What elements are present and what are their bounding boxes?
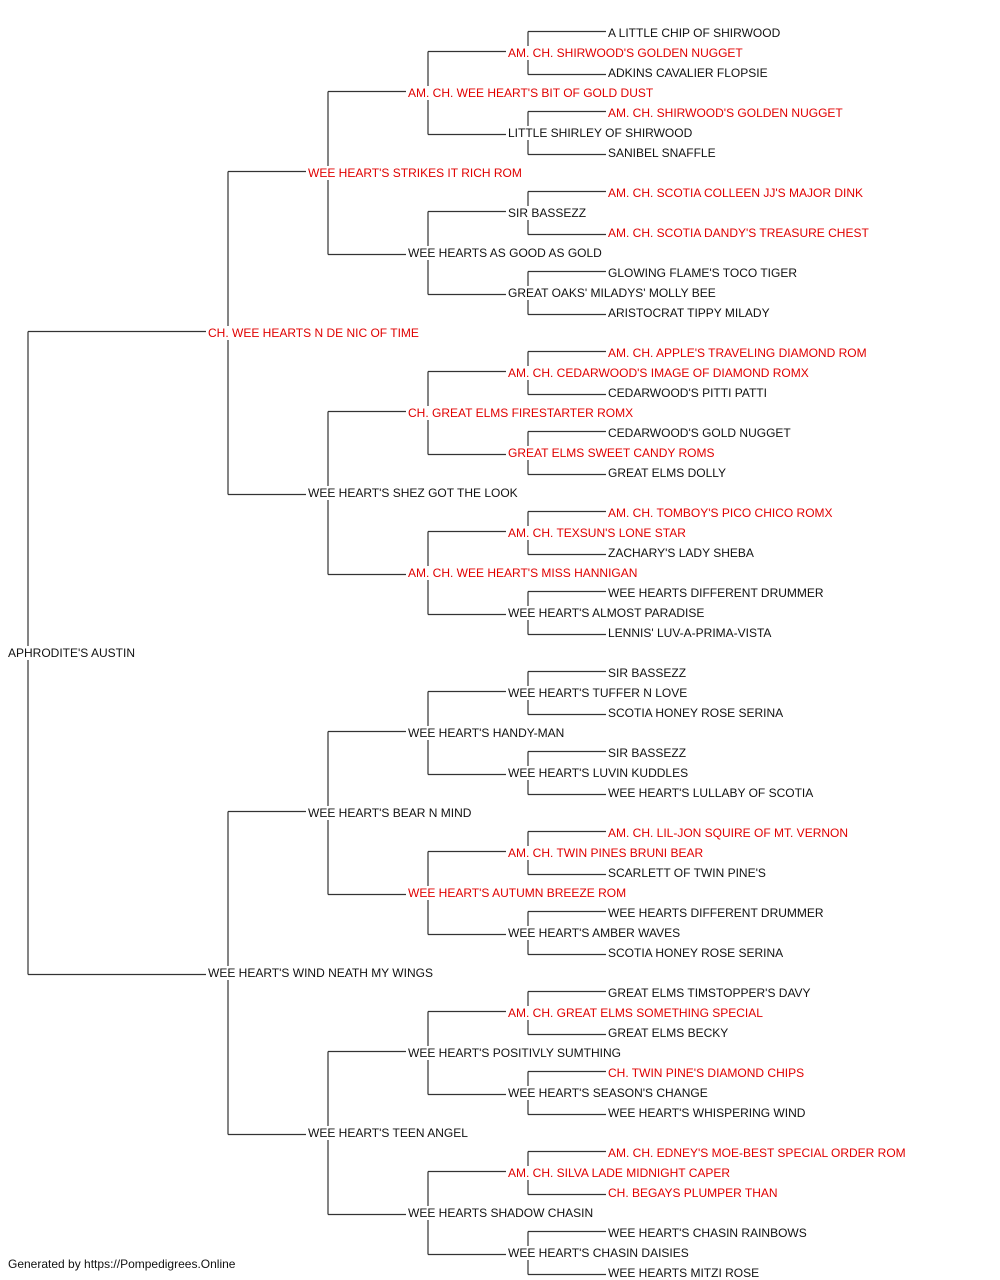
gen5-ancestor[interactable]: GREAT ELMS BECKY <box>607 1026 730 1040</box>
gen4-ancestor[interactable]: AM. CH. TWIN PINES BRUNI BEAR <box>507 846 705 860</box>
gen5-ancestor[interactable]: WEE HEARTS DIFFERENT DRUMMER <box>607 586 825 600</box>
gen4-ancestor[interactable]: AM. CH. TEXSUN'S LONE STAR <box>507 526 687 540</box>
gen5-ancestor[interactable]: AM. CH. LIL-JON SQUIRE OF MT. VERNON <box>607 826 850 840</box>
gen5-ancestor[interactable]: WEE HEART'S WHISPERING WIND <box>607 1106 807 1120</box>
gen4-ancestor[interactable]: WEE HEART'S TUFFER N LOVE <box>507 686 689 700</box>
gen4-ancestor[interactable]: GREAT OAKS' MILADYS' MOLLY BEE <box>507 286 717 300</box>
gen4-ancestor[interactable]: AM. CH. SHIRWOOD'S GOLDEN NUGGET <box>507 46 744 60</box>
gen5-ancestor[interactable]: ADKINS CAVALIER FLOPSIE <box>607 66 769 80</box>
gen5-ancestor[interactable]: WEE HEART'S CHASIN RAINBOWS <box>607 1226 808 1240</box>
gen4-ancestor[interactable]: AM. CH. GREAT ELMS SOMETHING SPECIAL <box>507 1006 764 1020</box>
gen5-ancestor[interactable]: WEE HEARTS MITZI ROSE <box>607 1266 761 1280</box>
gen4-ancestor[interactable]: WEE HEART'S LUVIN KUDDLES <box>507 766 690 780</box>
gen5-ancestor[interactable]: SCARLETT OF TWIN PINE'S <box>607 866 767 880</box>
gen5-ancestor[interactable]: SIR BASSEZZ <box>607 666 688 680</box>
gen4-ancestor[interactable]: WEE HEART'S SEASON'S CHANGE <box>507 1086 709 1100</box>
gen4-ancestor[interactable]: AM. CH. CEDARWOOD'S IMAGE OF DIAMOND ROM… <box>507 366 810 380</box>
paternal-granddam[interactable]: WEE HEART'S SHEZ GOT THE LOOK <box>307 486 519 500</box>
gen3-ancestor[interactable]: WEE HEART'S AUTUMN BREEZE ROM <box>407 886 628 900</box>
gen5-ancestor[interactable]: SANIBEL SNAFFLE <box>607 146 717 160</box>
gen5-ancestor[interactable]: AM. CH. EDNEY'S MOE-BEST SPECIAL ORDER R… <box>607 1146 907 1160</box>
gen3-ancestor[interactable]: AM. CH. WEE HEART'S MISS HANNIGAN <box>407 566 639 580</box>
gen4-ancestor[interactable]: SIR BASSEZZ <box>507 206 588 220</box>
gen3-ancestor[interactable]: WEE HEART'S POSITIVLY SUMTHING <box>407 1046 622 1060</box>
generator-credit: Generated by https://Pompedigrees.Online <box>8 1257 236 1271</box>
gen3-ancestor[interactable]: CH. GREAT ELMS FIRESTARTER ROMX <box>407 406 635 420</box>
gen5-ancestor[interactable]: GLOWING FLAME'S TOCO TIGER <box>607 266 798 280</box>
gen5-ancestor[interactable]: AM. CH. SCOTIA DANDY'S TREASURE CHEST <box>607 226 870 240</box>
gen4-ancestor[interactable]: WEE HEART'S AMBER WAVES <box>507 926 682 940</box>
subject-dog[interactable]: APHRODITE'S AUSTIN <box>7 646 136 660</box>
gen5-ancestor[interactable]: AM. CH. APPLE'S TRAVELING DIAMOND ROM <box>607 346 868 360</box>
paternal-grandsire[interactable]: WEE HEART'S STRIKES IT RICH ROM <box>307 166 523 180</box>
gen5-ancestor[interactable]: AM. CH. SCOTIA COLLEEN JJ'S MAJOR DINK <box>607 186 864 200</box>
gen4-ancestor[interactable]: LITTLE SHIRLEY OF SHIRWOOD <box>507 126 694 140</box>
gen5-ancestor[interactable]: SCOTIA HONEY ROSE SERINA <box>607 706 785 720</box>
dam[interactable]: WEE HEART'S WIND NEATH MY WINGS <box>207 966 434 980</box>
gen5-ancestor[interactable]: SCOTIA HONEY ROSE SERINA <box>607 946 785 960</box>
maternal-grandsire[interactable]: WEE HEART'S BEAR N MIND <box>307 806 473 820</box>
sire[interactable]: CH. WEE HEARTS N DE NIC OF TIME <box>207 326 420 340</box>
gen5-ancestor[interactable]: CH. TWIN PINE'S DIAMOND CHIPS <box>607 1066 806 1080</box>
gen5-ancestor[interactable]: ARISTOCRAT TIPPY MILADY <box>607 306 771 320</box>
maternal-granddam[interactable]: WEE HEART'S TEEN ANGEL <box>307 1126 469 1140</box>
gen4-ancestor[interactable]: AM. CH. SILVA LADE MIDNIGHT CAPER <box>507 1166 732 1180</box>
gen5-ancestor[interactable]: ZACHARY'S LADY SHEBA <box>607 546 755 560</box>
gen3-ancestor[interactable]: WEE HEARTS AS GOOD AS GOLD <box>407 246 603 260</box>
gen4-ancestor[interactable]: WEE HEART'S CHASIN DAISIES <box>507 1246 690 1260</box>
gen3-ancestor[interactable]: AM. CH. WEE HEART'S BIT OF GOLD DUST <box>407 86 655 100</box>
gen5-ancestor[interactable]: AM. CH. TOMBOY'S PICO CHICO ROMX <box>607 506 834 520</box>
gen3-ancestor[interactable]: WEE HEARTS SHADOW CHASIN <box>407 1206 595 1220</box>
gen5-ancestor[interactable]: GREAT ELMS DOLLY <box>607 466 728 480</box>
gen5-ancestor[interactable]: WEE HEART'S LULLABY OF SCOTIA <box>607 786 815 800</box>
gen5-ancestor[interactable]: WEE HEARTS DIFFERENT DRUMMER <box>607 906 825 920</box>
gen5-ancestor[interactable]: SIR BASSEZZ <box>607 746 688 760</box>
gen5-ancestor[interactable]: CEDARWOOD'S GOLD NUGGET <box>607 426 792 440</box>
gen4-ancestor[interactable]: GREAT ELMS SWEET CANDY ROMS <box>507 446 716 460</box>
gen5-ancestor[interactable]: CEDARWOOD'S PITTI PATTI <box>607 386 768 400</box>
gen5-ancestor[interactable]: GREAT ELMS TIMSTOPPER'S DAVY <box>607 986 812 1000</box>
gen5-ancestor[interactable]: A LITTLE CHIP OF SHIRWOOD <box>607 26 782 40</box>
gen5-ancestor[interactable]: LENNIS' LUV-A-PRIMA-VISTA <box>607 626 773 640</box>
gen3-ancestor[interactable]: WEE HEART'S HANDY-MAN <box>407 726 566 740</box>
gen5-ancestor[interactable]: AM. CH. SHIRWOOD'S GOLDEN NUGGET <box>607 106 844 120</box>
gen5-ancestor[interactable]: CH. BEGAYS PLUMPER THAN <box>607 1186 779 1200</box>
gen4-ancestor[interactable]: WEE HEART'S ALMOST PARADISE <box>507 606 706 620</box>
